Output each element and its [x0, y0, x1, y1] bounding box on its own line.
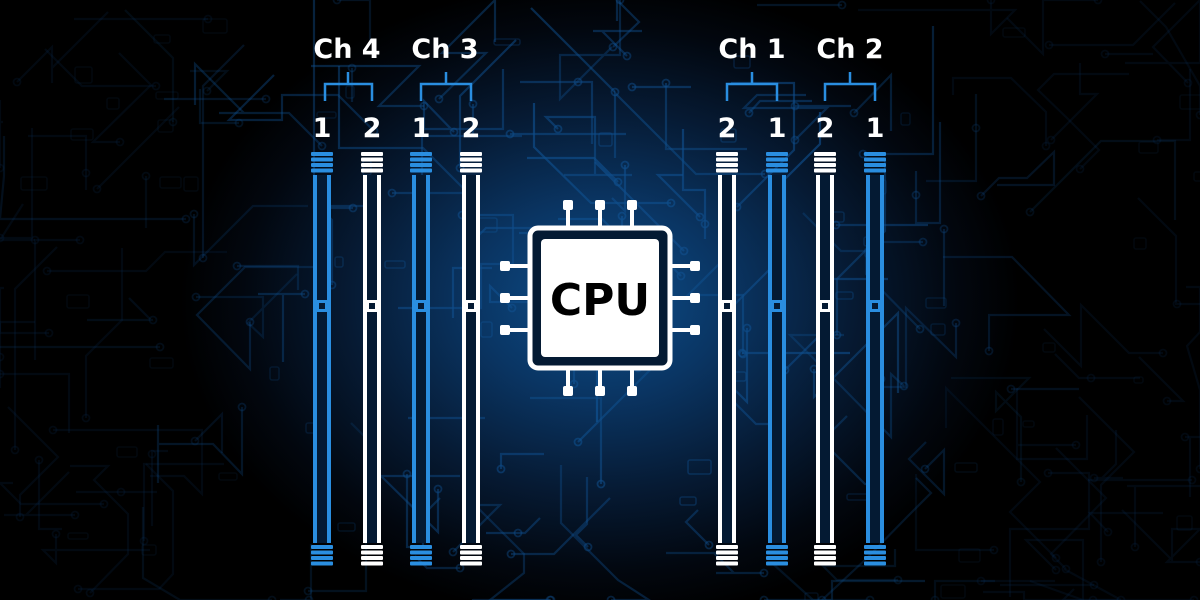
channel-label-ch3: Ch 3 [411, 34, 478, 65]
slot-channel [722, 175, 732, 543]
slot-rail [377, 175, 381, 543]
slot-rail [412, 175, 416, 543]
slot-channel [466, 175, 476, 543]
channel-label-ch2: Ch 2 [816, 34, 883, 65]
slot-number: 2 [816, 113, 835, 144]
cpu-pins [500, 200, 700, 396]
slot-clip-top [716, 152, 738, 173]
slot-rail [462, 175, 466, 543]
slot-rail [732, 175, 736, 543]
dimm-slots [311, 152, 886, 566]
slot-clip-top [864, 152, 886, 173]
slot-number: 2 [718, 113, 737, 144]
slot-rail [768, 175, 772, 543]
slot-channel [416, 175, 426, 543]
slot-channel [772, 175, 782, 543]
channel-label-ch1: Ch 1 [718, 34, 785, 65]
dimm-slot-ch4-1 [311, 152, 333, 566]
channel-bracket [823, 72, 877, 101]
channel-bracket [725, 72, 779, 101]
dimm-slot-ch4-2 [361, 152, 383, 566]
slot-channel [367, 175, 377, 543]
slot-clip-bottom [864, 545, 886, 566]
slot-clip-top [460, 152, 482, 173]
slot-rail [718, 175, 722, 543]
slot-rail [327, 175, 331, 543]
channel-group-3: Ch 2 2 1 [816, 34, 885, 144]
dimm-slot-ch2-1 [864, 152, 886, 566]
channel-bracket [419, 72, 473, 101]
slot-clip-top [311, 152, 333, 173]
slot-clip-bottom [814, 545, 836, 566]
cpu-label: CPU [550, 275, 650, 326]
slot-number: 1 [313, 113, 332, 144]
slot-channel [820, 175, 830, 543]
slot-rail [880, 175, 884, 543]
slot-number: 1 [412, 113, 431, 144]
slot-number: 2 [462, 113, 481, 144]
channel-group-1: Ch 3 1 2 [411, 34, 480, 144]
slot-rail [313, 175, 317, 543]
dimm-slot-ch2-2 [814, 152, 836, 566]
channel-label-ch4: Ch 4 [313, 34, 380, 65]
slot-clip-top [766, 152, 788, 173]
slot-rail [866, 175, 870, 543]
dimm-slot-ch1-1 [766, 152, 788, 566]
slot-clip-top [361, 152, 383, 173]
slot-clip-bottom [460, 545, 482, 566]
slot-number: 1 [866, 113, 885, 144]
dimm-slot-ch3-2 [460, 152, 482, 566]
slot-rail [830, 175, 834, 543]
slot-rail [816, 175, 820, 543]
channel-group-2: Ch 1 2 1 [718, 34, 787, 144]
slot-rail [426, 175, 430, 543]
slot-clip-bottom [716, 545, 738, 566]
slot-clip-top [410, 152, 432, 173]
channel-bracket [323, 72, 374, 101]
cpu-chip: CPU [500, 200, 700, 396]
slot-number: 1 [768, 113, 787, 144]
cpu-die [541, 239, 659, 357]
slot-rail [476, 175, 480, 543]
slot-clip-top [814, 152, 836, 173]
slot-clip-bottom [766, 545, 788, 566]
slot-channel [870, 175, 880, 543]
slot-rail [782, 175, 786, 543]
channel-group-0: Ch 4 1 2 [313, 34, 382, 144]
slot-clip-bottom [311, 545, 333, 566]
dimm-slot-ch3-1 [410, 152, 432, 566]
dimm-slot-ch1-2 [716, 152, 738, 566]
slot-clip-bottom [361, 545, 383, 566]
slot-number: 2 [363, 113, 382, 144]
slot-channel [317, 175, 327, 543]
slot-clip-bottom [410, 545, 432, 566]
slot-rail [363, 175, 367, 543]
